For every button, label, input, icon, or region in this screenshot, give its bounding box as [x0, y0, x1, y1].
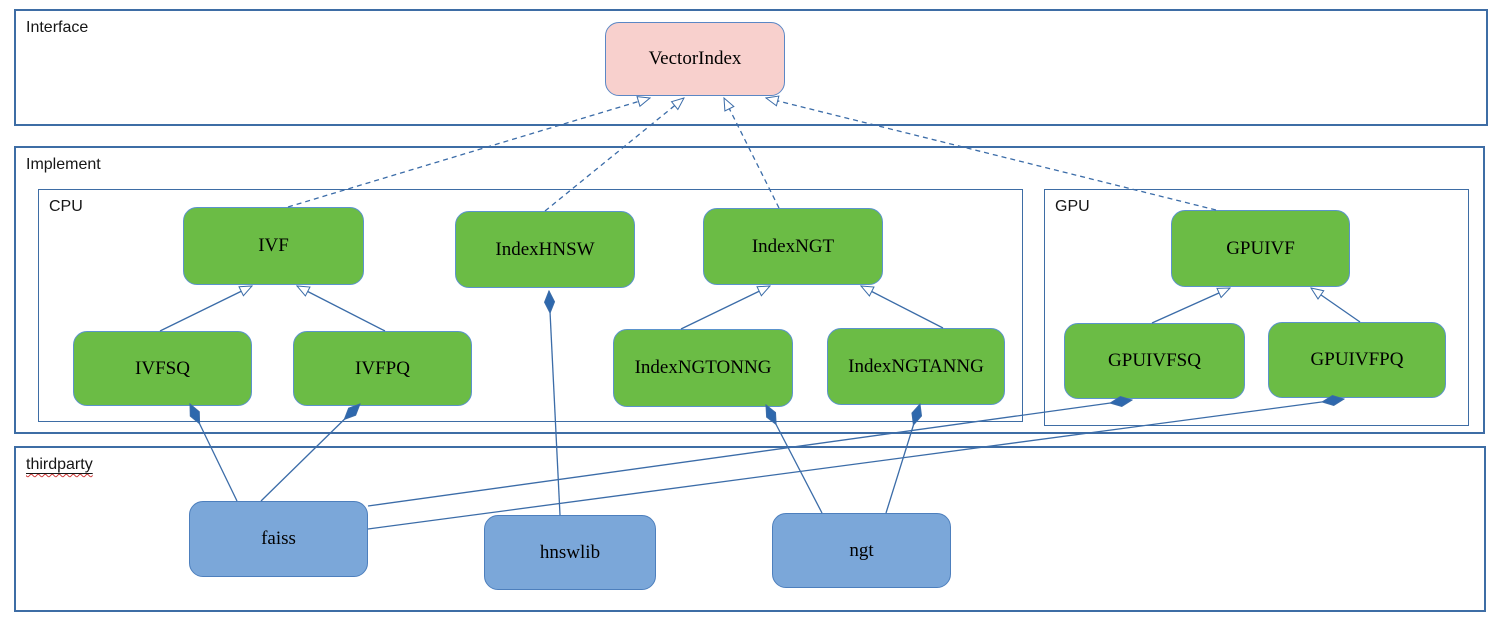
- container-thirdparty-label: thirdparty: [26, 455, 93, 474]
- container-cpu-label: CPU: [49, 198, 83, 215]
- node-gpuivf: GPUIVF: [1171, 210, 1350, 287]
- node-indexngtanng: IndexNGTANNG: [827, 328, 1005, 405]
- node-ivfpq: IVFPQ: [293, 331, 472, 406]
- node-indexngt: IndexNGT: [703, 208, 883, 285]
- node-ngt: ngt: [772, 513, 951, 588]
- container-thirdparty-label-text: thirdparty: [26, 456, 93, 473]
- node-indexngtonng: IndexNGTONNG: [613, 329, 793, 407]
- node-ivfsq: IVFSQ: [73, 331, 252, 406]
- node-gpuivfpq: GPUIVFPQ: [1268, 322, 1446, 398]
- node-hnswlib: hnswlib: [484, 515, 656, 590]
- node-ivf: IVF: [183, 207, 364, 285]
- node-gpuivfsq: GPUIVFSQ: [1064, 323, 1245, 399]
- node-vectorindex: VectorIndex: [605, 22, 785, 96]
- container-gpu-label: GPU: [1055, 198, 1090, 215]
- node-indexhnsw: IndexHNSW: [455, 211, 635, 288]
- container-implement-label: Implement: [26, 156, 101, 173]
- container-interface-label: Interface: [26, 19, 89, 36]
- node-faiss: faiss: [189, 501, 368, 577]
